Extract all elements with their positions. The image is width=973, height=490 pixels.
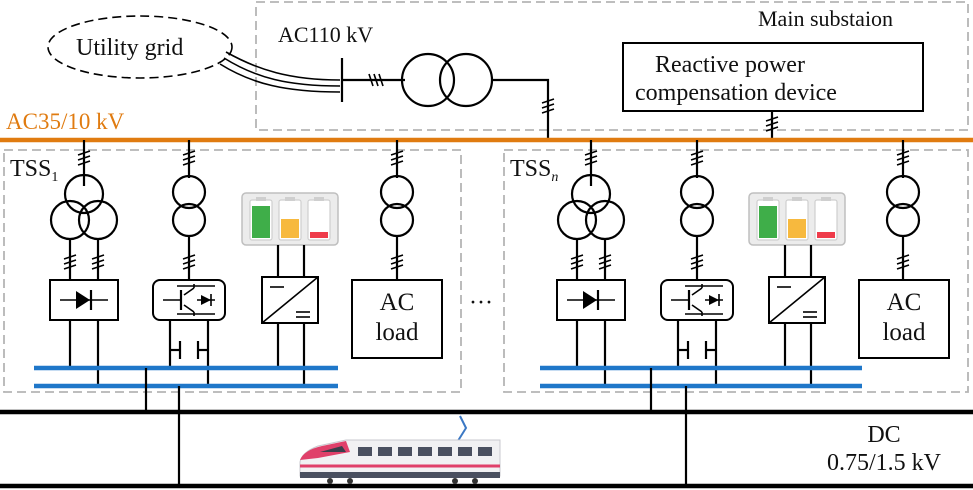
main-transformer-icon [400, 52, 494, 108]
main-substation-label: Main substaion [758, 6, 893, 31]
igbt-converter-icon [151, 278, 227, 322]
capacitor-icon [686, 339, 708, 361]
igbt-converter-icon [659, 278, 735, 322]
capacitor-icon [178, 339, 200, 361]
ac-load-box [351, 279, 443, 359]
load-transformer-icon [379, 174, 415, 238]
dc-label-1: DC [867, 422, 900, 448]
ac-load-label-2: load [375, 319, 419, 346]
ac-load-box [858, 279, 950, 359]
ac-load-label-2: load [882, 319, 926, 346]
ac-load-label-1: AC [380, 289, 415, 316]
dc-dc-converter-icon [768, 276, 826, 324]
transformer-icon [171, 174, 207, 238]
ellipsis: ··· [469, 290, 493, 316]
rpcd-label-1: Reactive power [655, 52, 805, 78]
battery-icon [241, 192, 339, 246]
ac110-label: AC110 kV [278, 22, 373, 47]
ac35-label: AC35/10 kV [6, 109, 125, 134]
tss1-label: TSS1 [10, 156, 58, 185]
train-icon [299, 415, 501, 484]
load-transformer-icon [885, 174, 921, 238]
ac-load-label-1: AC [887, 289, 922, 316]
diode-rectifier-icon [555, 278, 627, 322]
reactive-power-compensation-box [622, 42, 924, 112]
transformer-icon [679, 174, 715, 238]
rpcd-label-2: compensation device [635, 80, 837, 106]
tssn-label: TSSn [510, 156, 558, 185]
tss1-box [3, 149, 462, 393]
tssn-box [503, 149, 969, 393]
diode-rectifier-icon [48, 278, 120, 322]
dc-dc-converter-icon [261, 276, 319, 324]
tssn-group: AC load [540, 140, 950, 486]
tss1-group: AC load [34, 140, 443, 486]
utility-grid-label: Utility grid [76, 35, 183, 61]
utility-grid-ellipse [47, 15, 233, 79]
battery-icon [748, 192, 846, 246]
dc-label-2: 0.75/1.5 kV [827, 450, 942, 476]
